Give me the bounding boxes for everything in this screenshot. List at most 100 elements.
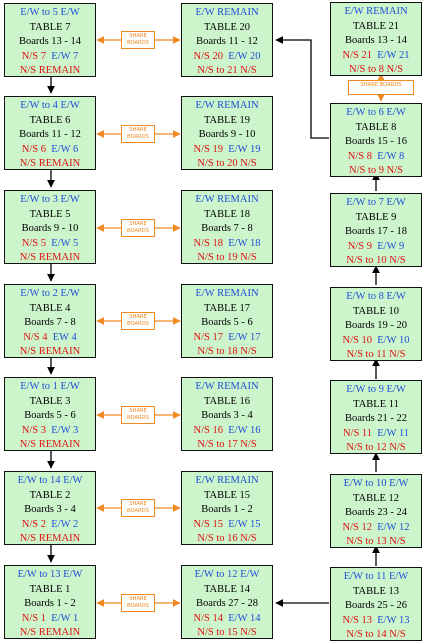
movement-text: E/W to 13 E/W <box>17 569 83 580</box>
ns-movement: N/S to 12 N/S <box>346 442 406 453</box>
table-title: TABLE 7 <box>29 21 71 33</box>
table-title: TABLE 4 <box>29 302 71 314</box>
movement-text: E/W to 8 E/W <box>346 291 406 302</box>
boards-range: Boards 21 - 22 <box>344 413 408 424</box>
ew-pair: E/W 6 <box>51 143 79 155</box>
ns-movement: N/S to 14 N/S <box>346 629 406 640</box>
table-title: TABLE 6 <box>29 114 71 126</box>
movement-text: E/W REMAIN <box>195 194 259 205</box>
boards-range: Boards 27 - 28 <box>195 598 259 609</box>
table-title: TABLE 17 <box>203 302 251 314</box>
movement-text: E/W to 1 E/W <box>20 381 80 392</box>
table-title: TABLE 14 <box>203 583 251 595</box>
table-title: TABLE 3 <box>29 395 71 407</box>
boards-range: Boards 1 - 2 <box>24 598 76 609</box>
ns-pair: N/S 20 <box>193 50 224 62</box>
ew-pair: E/W 17 <box>228 331 261 343</box>
ew-pair: E/W 15 <box>228 518 261 530</box>
boards-range: Boards 3 - 4 <box>201 410 253 421</box>
ew-pair: E/W 18 <box>228 237 261 249</box>
movement-text: E/W REMAIN <box>195 288 259 299</box>
ns-pair: N/S 13 <box>342 614 373 626</box>
boards-range: Boards 9 - 10 <box>198 129 256 140</box>
boards-range: Boards 19 - 20 <box>344 320 408 331</box>
table-title: TABLE 9 <box>355 211 397 223</box>
ns-pair: N/S 10 <box>342 334 373 346</box>
ew-pair: E/W 8 <box>377 150 405 162</box>
table-title: TABLE 21 <box>352 20 400 32</box>
share-boards-label: SHARE BOARDS <box>121 406 155 424</box>
ew-pair: E/W 12 <box>377 521 410 533</box>
ew-pair: E/W 21 <box>377 49 410 61</box>
table-title: TABLE 10 <box>352 305 400 317</box>
ew-pair: E/W 20 <box>228 50 261 62</box>
share-boards-label: SHARE BOARDS <box>121 499 155 517</box>
table-title: TABLE 20 <box>203 21 251 33</box>
ew-pair: E/W 14 <box>228 612 261 624</box>
boards-range: Boards 3 - 4 <box>24 504 76 515</box>
ew-pair: E/W 19 <box>228 143 261 155</box>
boards-range: Boards 13 - 14 <box>18 36 82 47</box>
ns-pair: N/S 11 <box>342 427 373 439</box>
table-title: TABLE 2 <box>29 489 71 501</box>
boards-range: Boards 5 - 6 <box>201 317 253 328</box>
table-title: TABLE 13 <box>352 585 400 597</box>
table-21-box: E/W REMAIN TABLE 21 Boards 13 - 14 N/S 2… <box>330 2 422 76</box>
boards-range: Boards 7 - 8 <box>24 317 76 328</box>
ew-pair: EW 4 <box>52 331 77 343</box>
ns-pair: N/S 17 <box>193 331 224 343</box>
boards-range: Boards 11 - 12 <box>196 36 258 47</box>
ns-movement: N/S to 18 N/S <box>197 346 257 357</box>
ns-pair: N/S 9 <box>347 240 373 252</box>
boards-range: Boards 23 - 24 <box>344 507 408 518</box>
ew-pair: E/W 5 <box>51 237 79 249</box>
ns-pair: N/S 5 <box>21 237 47 249</box>
ns-pair: N/S 16 <box>193 424 224 436</box>
table-16-box: E/W REMAIN TABLE 16 Boards 3 - 4 N/S 16 … <box>181 377 273 451</box>
table-title: TABLE 1 <box>29 583 71 595</box>
table-title: TABLE 16 <box>203 395 251 407</box>
table-title: TABLE 15 <box>203 489 251 501</box>
ew-pair: E/W 9 <box>377 240 405 252</box>
ns-movement: N/S to 15 N/S <box>197 627 257 638</box>
ew-pair: E/W 13 <box>377 614 410 626</box>
ew-pair: E/W 3 <box>51 424 79 436</box>
table-5-box: E/W to 3 E/W TABLE 5 Boards 9 - 10 N/S 5… <box>4 190 96 264</box>
table-20-box: E/W REMAIN TABLE 20 Boards 11 - 12 N/S 2… <box>181 3 273 77</box>
movement-text: E/W to 10 E/W <box>343 478 409 489</box>
boards-range: Boards 11 - 12 <box>19 129 81 140</box>
ns-movement: N/S to 9 N/S <box>349 165 403 176</box>
ns-movement: N/S REMAIN <box>19 252 81 263</box>
ns-pair: N/S 4 <box>23 331 48 343</box>
ew-pair: E/W 2 <box>51 518 79 530</box>
table-2-box: E/W to 14 E/W TABLE 2 Boards 3 - 4 N/S 2… <box>4 471 96 545</box>
ew-pair: E/W 16 <box>228 424 261 436</box>
ns-pair: N/S 14 <box>193 612 224 624</box>
ns-pair: N/S 19 <box>193 143 224 155</box>
boards-range: Boards 17 - 18 <box>344 226 408 237</box>
movement-text: E/W to 5 E/W <box>20 7 80 18</box>
table-7-box: E/W to 5 E/W TABLE 7 Boards 13 - 14 N/S … <box>4 3 96 77</box>
table-4-box: E/W to 2 E/W TABLE 4 Boards 7 - 8 N/S 4 … <box>4 284 96 358</box>
table-6-box: E/W to 4 E/W TABLE 6 Boards 11 - 12 N/S … <box>4 96 96 170</box>
boards-range: Boards 15 - 16 <box>344 136 408 147</box>
ns-movement: N/S to 21 N/S <box>197 65 257 76</box>
table-8-box: E/W to 6 E/W TABLE 8 Boards 15 - 16 N/S … <box>330 103 422 177</box>
table-title: TABLE 18 <box>203 208 251 220</box>
table-15-box: E/W REMAIN TABLE 15 Boards 1 - 2 N/S 15 … <box>181 471 273 545</box>
share-boards-label: SHARE BOARDS <box>121 219 155 237</box>
boards-range: Boards 9 - 10 <box>21 223 79 234</box>
table-11-box: E/W to 9 E/W TABLE 11 Boards 21 - 22 N/S… <box>330 380 422 454</box>
movement-text: E/W to 6 E/W <box>346 107 406 118</box>
table-18-box: E/W REMAIN TABLE 18 Boards 7 - 8 N/S 18 … <box>181 190 273 264</box>
table-10-box: E/W to 8 E/W TABLE 10 Boards 19 - 20 N/S… <box>330 287 422 361</box>
ns-pair: N/S 7 <box>21 50 47 62</box>
share-boards-label: SHARE BOARDS <box>348 80 414 95</box>
ns-movement: N/S REMAIN <box>19 439 81 450</box>
movement-text: E/W REMAIN <box>344 6 408 17</box>
ns-movement: N/S to 11 N/S <box>346 349 406 360</box>
ns-movement: N/S to 10 N/S <box>346 255 406 266</box>
ns-movement: N/S REMAIN <box>19 533 81 544</box>
ew-pair: E/W 10 <box>377 334 410 346</box>
flow-arrow-8-20 <box>275 36 329 139</box>
